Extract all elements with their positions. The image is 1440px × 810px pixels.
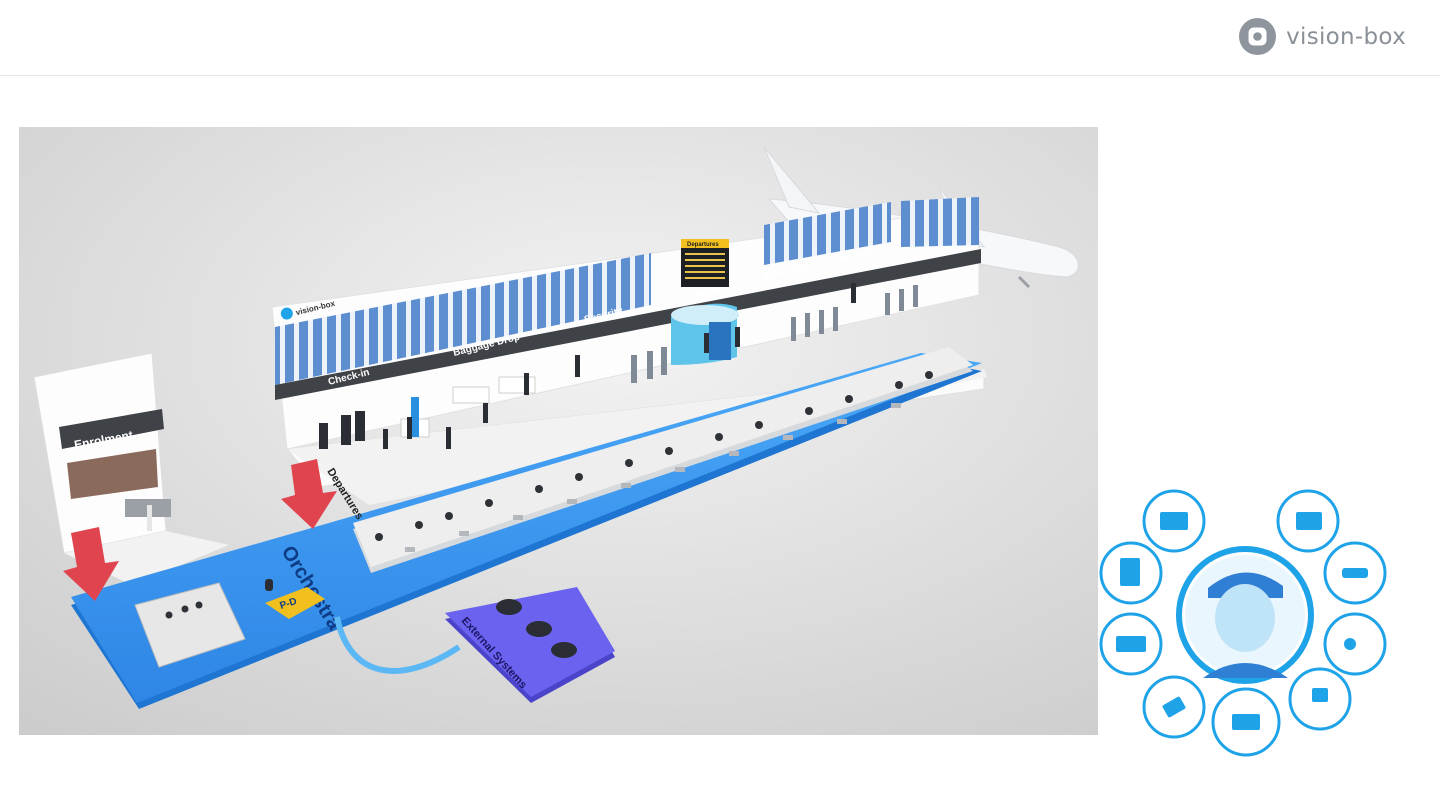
token-letters: P-D	[279, 596, 299, 612]
vision-box-logo-text: vision-box	[1286, 23, 1406, 50]
departures-board-title: Departures	[687, 242, 719, 248]
travellers	[383, 283, 856, 449]
orchestra-platform: Orchestra Departures	[71, 347, 982, 709]
vision-box-logo-mark	[1239, 18, 1277, 55]
airport-journey-illustration: vision-box Check-in Baggage Drop Securit…	[19, 127, 1098, 735]
identity-token-badge: P-D	[265, 579, 325, 619]
departures-board: Departures	[681, 239, 729, 287]
data-flow-arrows	[63, 459, 337, 601]
security-gates	[631, 285, 918, 383]
external-systems-box: External Systems	[445, 587, 615, 703]
page-header: vision-box	[0, 0, 1440, 76]
identity-credentials-ring	[1098, 488, 1440, 778]
vision-box-logo[interactable]: vision-box	[1239, 18, 1406, 55]
terminal-wall: vision-box Check-in Baggage Drop Securit…	[271, 197, 981, 450]
traveller-avatar	[1176, 546, 1314, 684]
